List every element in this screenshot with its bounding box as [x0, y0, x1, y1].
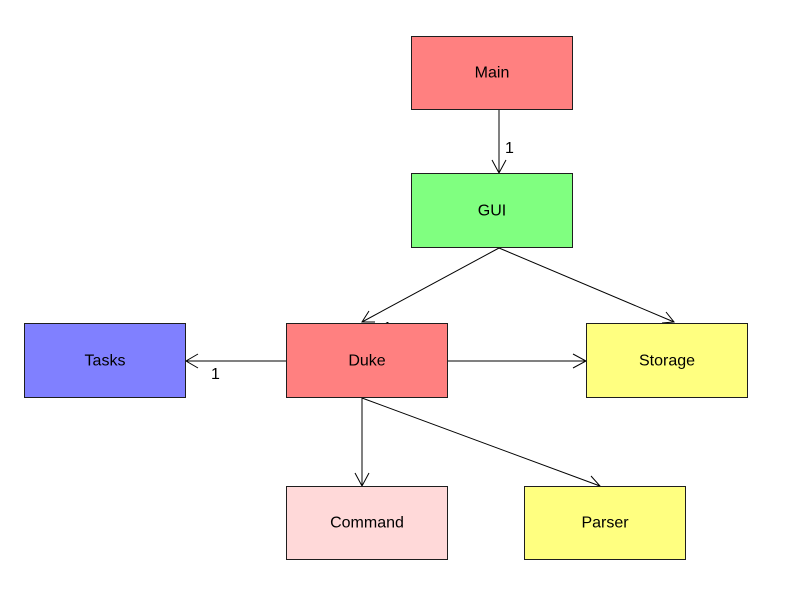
edge-gui-storage — [498, 247, 675, 324]
class-duke-label: Duke — [348, 353, 385, 370]
edge-duke-parser — [361, 397, 601, 489]
class-storage-box — [586, 323, 748, 398]
class-command-box — [286, 486, 448, 560]
class-main-label: Main — [475, 65, 510, 82]
edge-main-gui — [491, 110, 507, 175]
class-tasks-box — [24, 323, 186, 398]
multiplicity-duke-tasks: 1 — [211, 366, 220, 383]
class-storage-label: Storage — [639, 353, 695, 370]
class-duke: Duke — [286, 323, 448, 398]
multiplicity-main-gui: 1 — [505, 140, 514, 157]
class-gui: GUI — [411, 173, 573, 248]
class-command-label: Command — [330, 515, 404, 532]
class-command: Command — [286, 486, 448, 560]
class-parser-box — [524, 486, 686, 560]
class-parser: Parser — [524, 486, 686, 560]
class-tasks-label: Tasks — [85, 353, 126, 370]
edge-gui-duke — [361, 247, 500, 323]
edge-duke-command — [354, 398, 370, 488]
class-storage: Storage — [586, 323, 748, 398]
class-parser-label: Parser — [581, 515, 629, 532]
class-duke-box — [286, 323, 448, 398]
class-main-box — [411, 36, 573, 110]
class-main: Main — [411, 36, 573, 110]
class-tasks: Tasks — [24, 323, 186, 398]
class-gui-label: GUI — [478, 203, 506, 220]
edge-duke-storage — [448, 353, 588, 369]
class-gui-box — [411, 173, 573, 248]
edge-duke-tasks — [185, 353, 286, 369]
